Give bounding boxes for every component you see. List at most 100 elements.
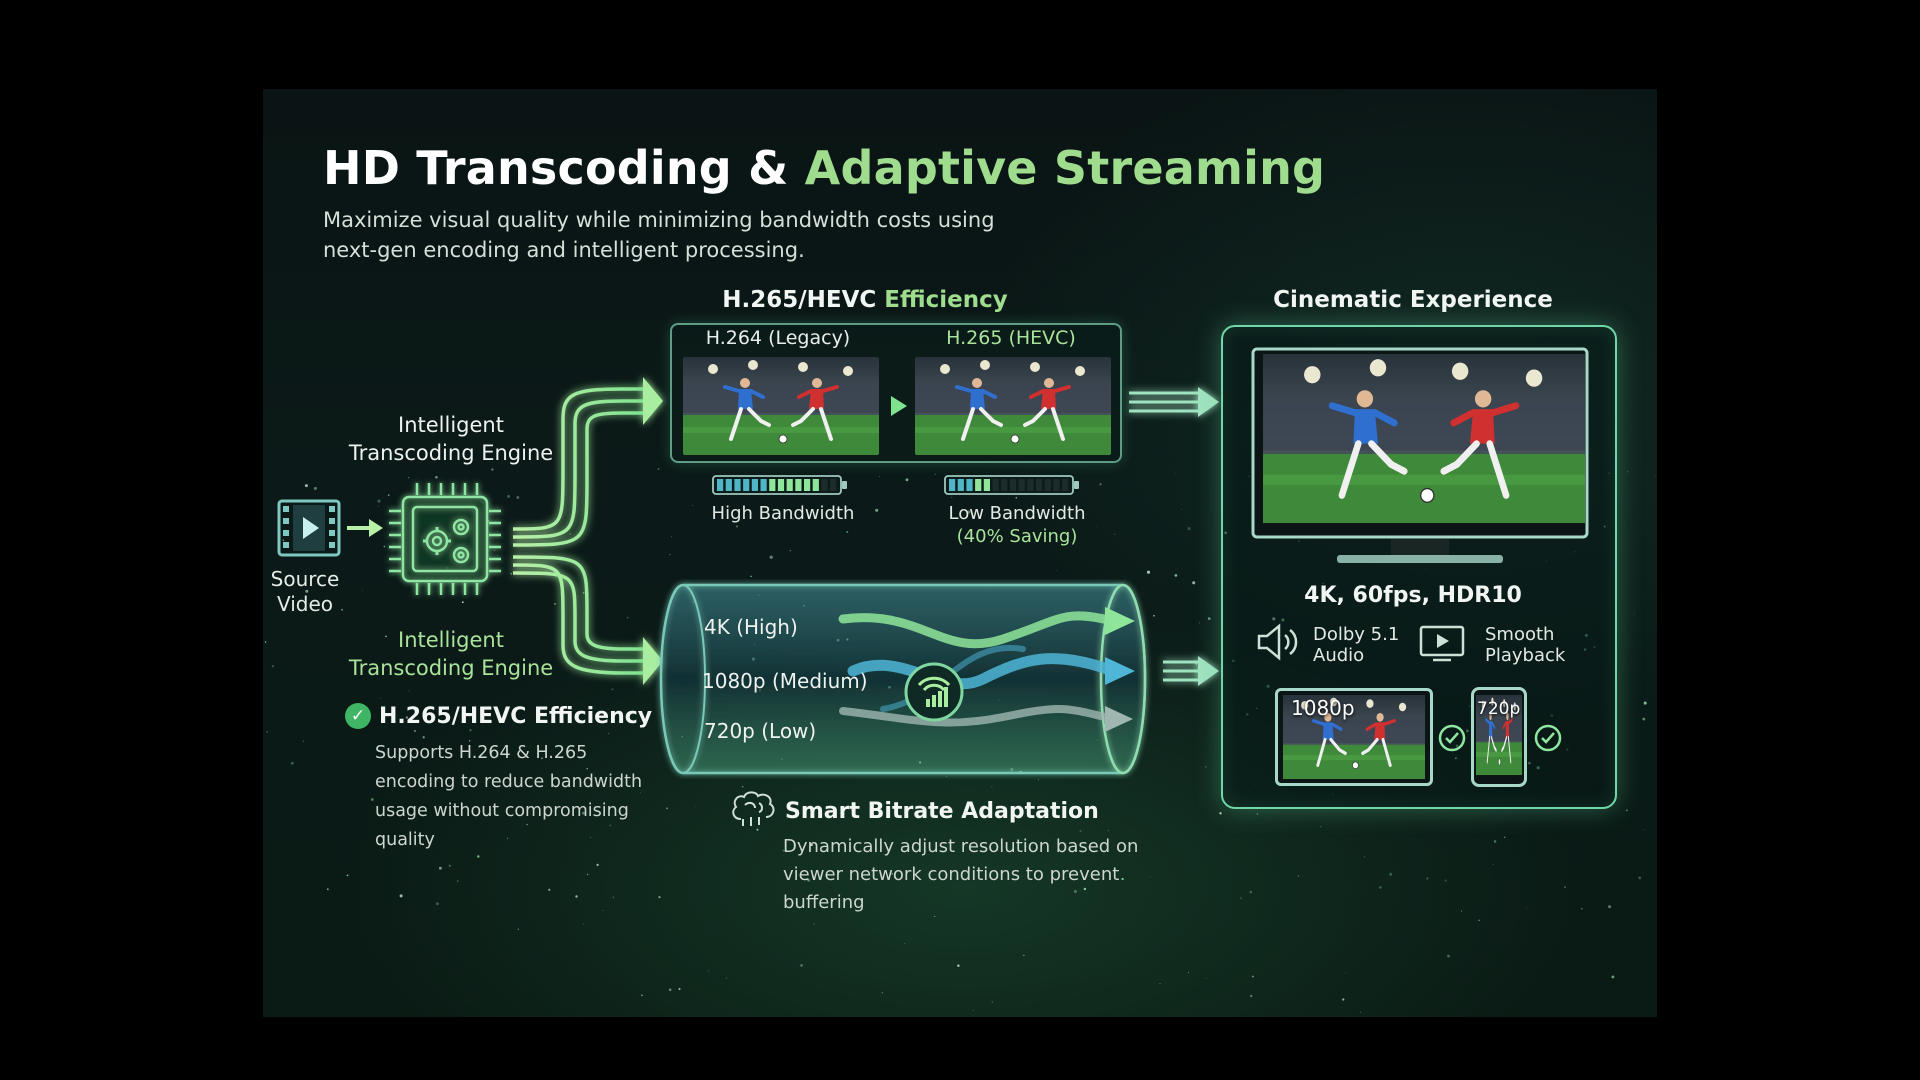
bitrate-arrow-high — [1105, 607, 1135, 635]
star-dot — [494, 549, 496, 551]
smart-bitrate-description: Dynamically adjust resolution based on v… — [783, 836, 1139, 913]
pitch-stripe — [1283, 755, 1425, 761]
meter-segment — [769, 479, 776, 491]
bitrate-stream-low — [839, 704, 1117, 727]
star-dot — [517, 928, 519, 930]
codec-legacy-label: H.264 (Legacy) — [705, 327, 851, 349]
star-dot — [991, 1001, 993, 1003]
star-dot — [1444, 879, 1447, 882]
star-dot — [408, 690, 410, 692]
star-dot — [946, 775, 948, 777]
meter-segment — [734, 479, 741, 491]
star-dot — [377, 505, 380, 508]
soccer-thumbnail-hevc — [915, 357, 1111, 455]
star-dot — [541, 757, 543, 759]
meter-cap — [842, 481, 847, 489]
star-dot — [1096, 526, 1098, 528]
soccer-player — [1501, 712, 1513, 764]
star-dot — [602, 909, 604, 911]
star-dot — [548, 888, 551, 891]
stadium-light — [798, 362, 808, 372]
star-dot — [1643, 701, 1647, 705]
stadium-light — [708, 364, 718, 374]
stadium-crowd — [915, 385, 1111, 413]
meter-segment — [992, 479, 999, 491]
star-dot — [414, 730, 416, 732]
star-dot — [796, 901, 799, 903]
star-dot — [800, 964, 803, 967]
star-dot — [1206, 977, 1208, 979]
star-dot — [846, 530, 849, 534]
stadium-light — [1369, 359, 1387, 377]
star-dot — [1015, 496, 1018, 499]
star-dot — [383, 545, 386, 548]
meter-segment — [975, 479, 982, 491]
infographic-panel: HD Transcoding & Adaptive Streaming Maxi… — [263, 89, 1657, 1017]
pitch-stripe — [915, 427, 1111, 433]
star-dot — [465, 1001, 467, 1003]
tier-label-low: 720p (Low) — [704, 719, 817, 743]
star-dot — [961, 815, 963, 817]
engine-bottom-label-line-1: Intelligent — [398, 628, 504, 652]
star-dot — [640, 792, 641, 794]
star-dot — [741, 786, 744, 788]
star-dot — [1181, 509, 1182, 511]
star-dot — [1320, 826, 1322, 828]
bandwidth-meter-high — [712, 475, 847, 495]
star-dot — [405, 716, 409, 719]
star-dot — [1073, 889, 1077, 894]
page-title: HD Transcoding & Adaptive Streaming — [323, 141, 1325, 195]
brain-icon — [732, 791, 775, 826]
stadium-light — [1075, 366, 1085, 376]
star-dot — [768, 805, 770, 807]
soccer-player — [1023, 378, 1071, 441]
audio-label-line-2: Audio — [1313, 645, 1365, 666]
star-dot — [620, 808, 622, 809]
meter-segment — [743, 479, 750, 491]
star-dot — [457, 880, 459, 882]
star-dot — [796, 903, 799, 905]
star-dot — [665, 807, 669, 810]
star-dot — [477, 855, 480, 858]
stadium-light — [1301, 701, 1309, 710]
star-dot — [1611, 975, 1615, 979]
feature-title: H.265/HEVC Efficiency — [379, 703, 653, 729]
star-dot — [813, 923, 815, 925]
meter-segment — [1018, 479, 1025, 491]
star-dot — [370, 798, 374, 801]
star-dot — [1654, 476, 1656, 478]
star-dot — [1207, 617, 1211, 620]
star-dot — [506, 837, 509, 840]
meter-segment — [966, 479, 973, 491]
low-bandwidth-label: Low Bandwidth — [948, 503, 1086, 524]
engine-top-label-line-2: Transcoding Engine — [348, 441, 554, 465]
pitch-stripe — [1476, 752, 1522, 758]
meter-segment — [957, 479, 964, 491]
flow-arrows — [512, 377, 1219, 686]
soccer-thumbnail-legacy — [683, 357, 879, 455]
star-dot — [879, 476, 880, 477]
star-dot — [769, 555, 773, 559]
star-dot — [586, 873, 589, 876]
star-dot — [1360, 1011, 1362, 1013]
star-dot — [1250, 994, 1253, 998]
soccer-player — [1440, 390, 1520, 499]
playback-label-line-2: Playback — [1485, 645, 1566, 666]
star-dot — [1426, 877, 1429, 880]
star-dot — [1187, 527, 1191, 531]
tier-label-high: 4K (High) — [704, 615, 798, 639]
meter-segment — [1036, 479, 1043, 491]
star-dot — [991, 786, 993, 788]
bitrate-stream-high — [838, 611, 1118, 649]
star-dot — [1389, 872, 1393, 876]
bandwidth-saving-label: (40% Saving) — [956, 526, 1078, 547]
star-dot — [951, 496, 953, 499]
engine-top-label-line-1: Intelligent — [398, 413, 504, 437]
playback-label-line-1: Smooth — [1485, 624, 1555, 645]
star-dot — [708, 970, 710, 972]
meter-segment — [983, 479, 990, 491]
star-dot — [612, 896, 614, 898]
star-dot — [510, 573, 512, 575]
star-dot — [789, 549, 792, 552]
meter-segment — [777, 479, 785, 491]
